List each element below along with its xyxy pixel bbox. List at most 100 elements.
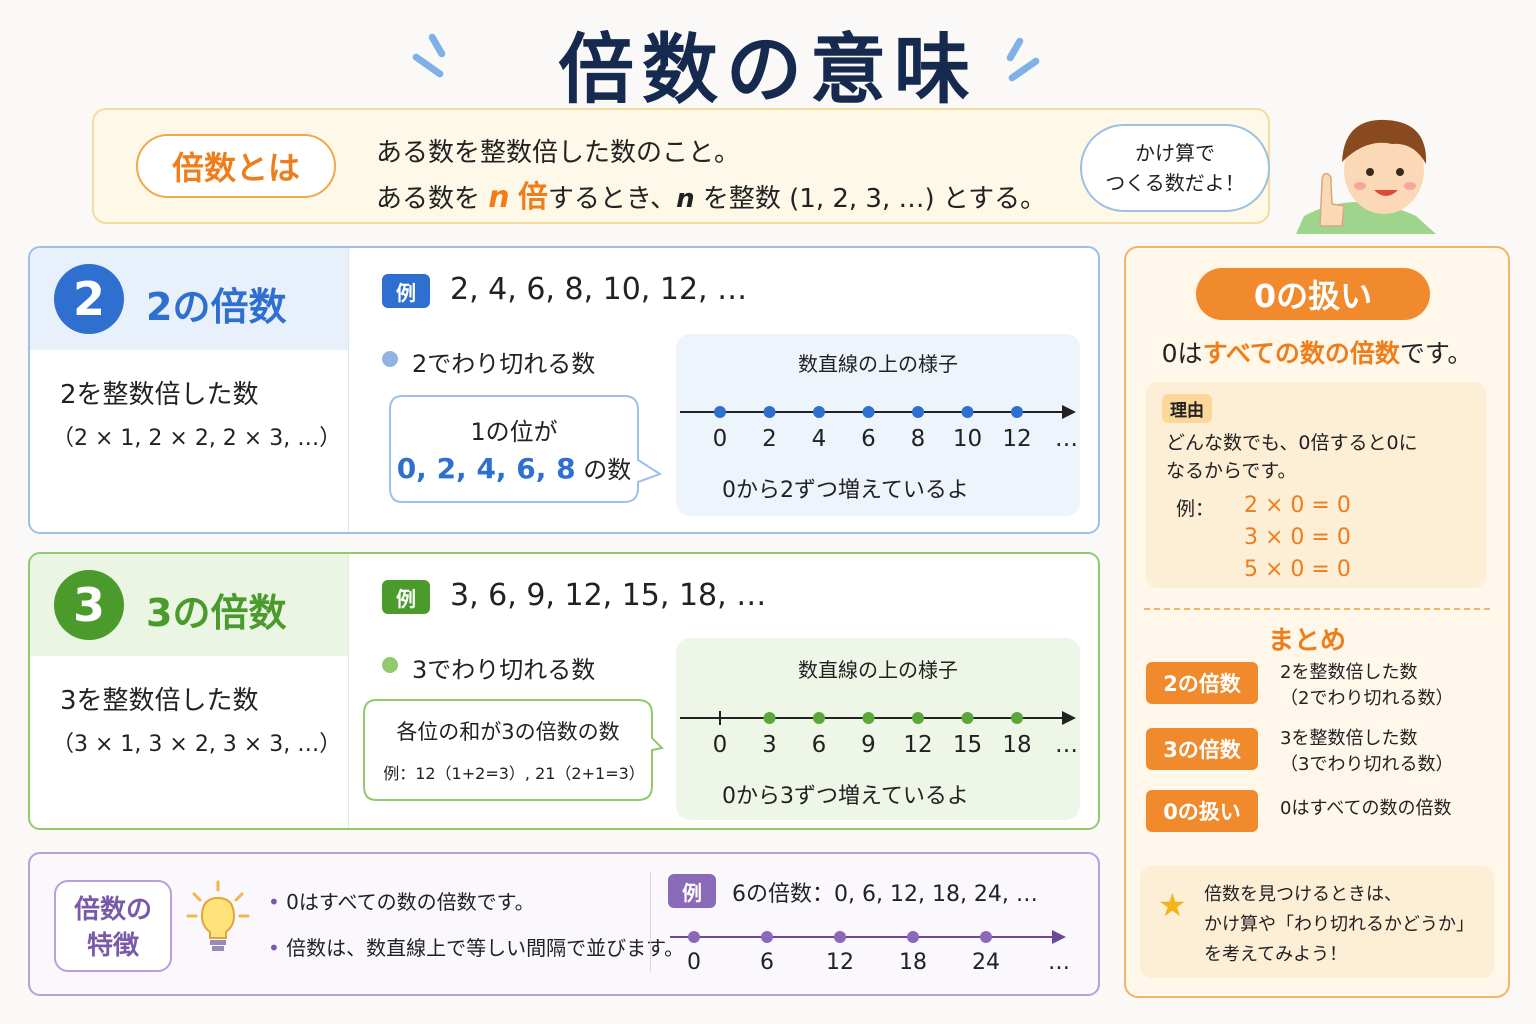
number-line-label: 9	[861, 732, 876, 758]
number-line-label: 12	[903, 732, 933, 758]
divisible-by-3-text: 3でわり切れる数	[412, 656, 596, 684]
number-line-label: 12	[1002, 426, 1032, 452]
definition-line-2: ある数を n 倍するとき、n を整数 (1, 2, 3, …) とする。	[376, 180, 1047, 215]
feature-bullet-2: • 倍数は、数直線上で等しい間隔で並びます。	[268, 936, 685, 960]
tip-box	[1140, 866, 1494, 978]
summary-item-3: 3を整数倍した数（3でわり切れる数）	[1280, 728, 1454, 775]
number-line-label: 0	[687, 950, 701, 975]
number-line-label: 18	[899, 950, 927, 975]
zero-example: 5 × 0 = 0	[1244, 557, 1351, 582]
number-line-label: 18	[1002, 732, 1032, 758]
reason-tag: 理由	[1162, 394, 1212, 423]
multiples-of-3-heading: 3の倍数	[146, 591, 287, 635]
number-line-label: 0	[712, 426, 728, 452]
number-2-badge: 2	[54, 264, 124, 334]
number-3-badge: 3	[54, 570, 124, 640]
multiples-of-2-description: 2を整数倍した数	[60, 380, 259, 410]
number-line-point	[688, 931, 700, 943]
callout-2-line-2: 0, 2, 4, 6, 8 の数	[396, 452, 632, 485]
divisible-by-2-text: 2でわり切れる数	[412, 350, 596, 378]
feature-bullet-1: • 0はすべての数の倍数です。	[268, 890, 535, 914]
number-line-point	[980, 931, 992, 943]
tip-line-2: かけ算や「わり切れるかどうか」	[1204, 914, 1474, 935]
number-line-label: 0	[712, 732, 728, 758]
number-line-label: 24	[972, 950, 1000, 975]
speech-bubble: かけ算で つくる数だよ！	[1080, 124, 1270, 212]
number-line-caption: 数直線の上の様子	[798, 658, 958, 682]
multiples-of-3-formula: （3 × 1, 3 × 2, 3 × 3, …）	[52, 732, 342, 757]
number-line-label: 2	[762, 426, 777, 452]
number-line-3-note: 0から3ずつ増えているよ	[722, 784, 969, 809]
reason-line-2: なるからです。	[1166, 460, 1297, 482]
number-line-label: …	[1055, 732, 1078, 758]
number-line-panel-3	[676, 638, 1080, 820]
bubble-line-1: かけ算で	[1135, 141, 1215, 165]
multiples-of-2-formula: （2 × 1, 2 × 2, 2 × 3, …）	[52, 426, 342, 451]
number-line-point	[862, 712, 875, 724]
callout-3-line-2: 例：12（1+2=3）, 21（2+1=3）	[383, 764, 645, 783]
features-label: 倍数の 特徴	[54, 880, 172, 972]
number-line-point	[813, 712, 825, 724]
number-line-point	[862, 406, 875, 418]
number-line-point	[761, 931, 773, 943]
number-line-label: …	[1055, 426, 1078, 452]
number-line-caption: 数直線の上の様子	[798, 352, 958, 376]
number-line-point	[1011, 712, 1023, 724]
callout-2-line-1: 1の位が	[470, 418, 558, 446]
zero-example: 2 × 0 = 0	[1244, 493, 1351, 518]
dashed-divider	[1144, 608, 1490, 610]
number-line-2-note: 0から2ずつ増えているよ	[722, 478, 969, 503]
number-line-point	[763, 406, 776, 418]
zero-examples: 2 × 0 = 0 3 × 0 = 0 5 × 0 = 0	[1244, 490, 1351, 586]
tip-line-1: 倍数を見つけるときは、	[1204, 884, 1402, 905]
number-line-3	[680, 711, 1076, 725]
zero-example: 3 × 0 = 0	[1244, 525, 1351, 550]
arrow-icon	[1052, 930, 1066, 944]
number-line-point	[1011, 406, 1023, 418]
multiples-of-3-examples: 3, 6, 9, 12, 15, 18, …	[450, 578, 767, 613]
number-line-label: 6	[811, 732, 827, 758]
summary-title: まとめ	[1267, 626, 1346, 656]
example-tag: 例	[668, 874, 716, 908]
star-icon: ★	[1158, 886, 1187, 924]
divider	[348, 248, 349, 532]
number-line-label: …	[1048, 950, 1070, 975]
page-title: 倍数の意味	[558, 25, 978, 114]
divider	[650, 872, 651, 972]
example-tag: 例	[382, 274, 430, 308]
zero-statement: 0はすべての数の倍数です。	[1161, 339, 1473, 368]
number-line-label: 3	[762, 732, 777, 758]
number-line-label: 4	[811, 426, 827, 452]
summary-item-0: 0はすべての数の倍数	[1280, 798, 1452, 819]
number-line-label: 15	[952, 732, 983, 758]
callout-box-2	[389, 395, 663, 503]
summary-tag-0: 0の扱い	[1146, 790, 1258, 832]
tip-line-3: を考えてみよう！	[1204, 944, 1348, 965]
boy-character-icon	[1296, 119, 1436, 234]
multiples-of-3-description: 3を整数倍した数	[60, 686, 259, 716]
number-line-2	[680, 405, 1076, 419]
number-line-point	[961, 406, 974, 418]
bubble-line-2: つくる数だよ！	[1105, 171, 1245, 195]
callout-3-line-1: 各位の和が3の倍数の数	[396, 720, 620, 744]
summary-tag-3: 3の倍数	[1146, 728, 1258, 770]
reason-line-1: どんな数でも、0倍すると0に	[1166, 432, 1418, 454]
number-line-panel-2	[676, 334, 1080, 516]
feature-example-text: 6の倍数：0, 6, 12, 18, 24, …	[732, 882, 1038, 907]
summary-tag-2: 2の倍数	[1146, 662, 1258, 704]
number-line-3-ticks: 0 3 6 9 12 15 18 …	[676, 732, 1080, 766]
light-bulb-icon	[186, 880, 250, 951]
number-line-label: 12	[826, 950, 854, 975]
definition-line-1: ある数を整数倍した数のこと。	[376, 138, 741, 168]
number-line-point	[763, 712, 776, 724]
bullet-dot	[382, 657, 398, 673]
definition-label: 倍数とは	[136, 134, 336, 198]
example-tag: 例	[382, 580, 430, 614]
reason-example-label: 例：	[1176, 498, 1215, 520]
features-label-line-1: 倍数の	[73, 895, 152, 925]
multiples-of-2-heading: 2の倍数	[146, 285, 287, 329]
arrow-icon	[1062, 405, 1076, 419]
number-line-point	[907, 931, 919, 943]
